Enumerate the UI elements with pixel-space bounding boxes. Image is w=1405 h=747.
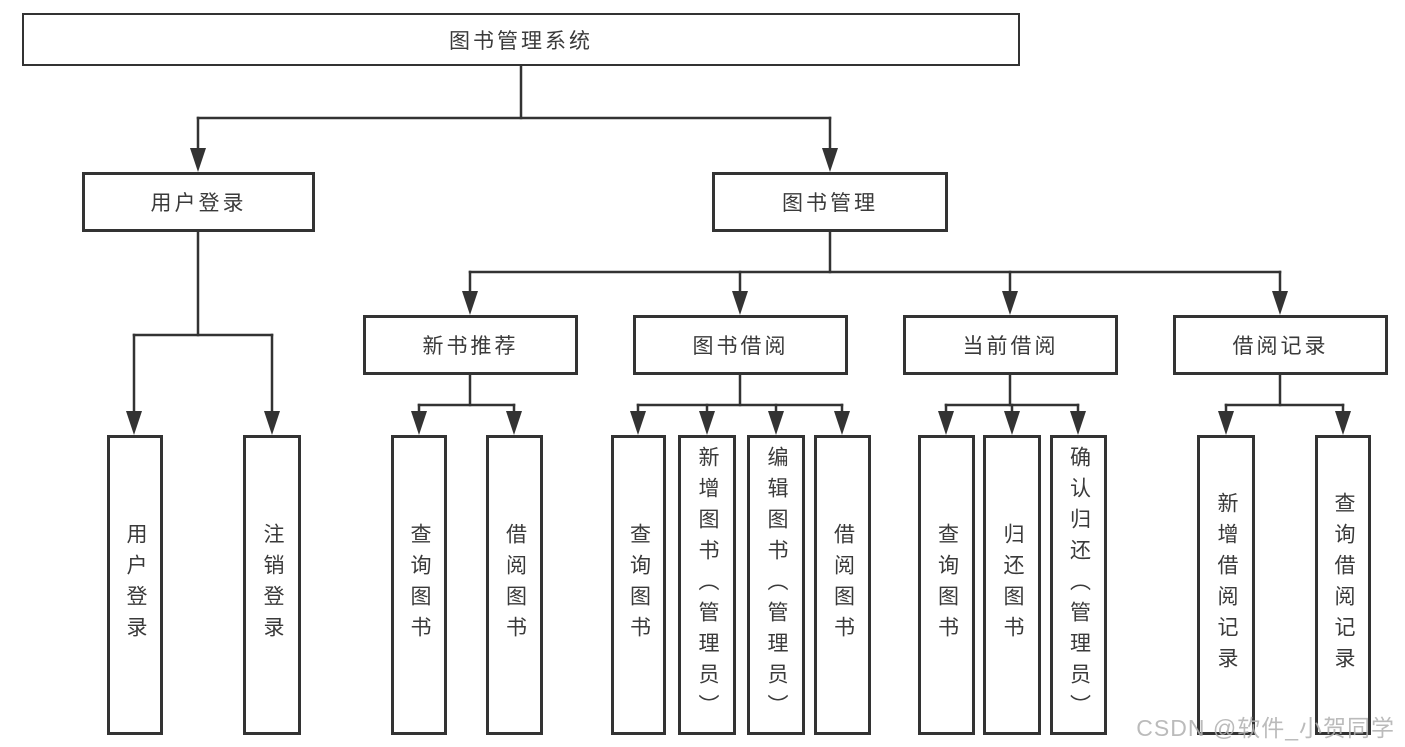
node-query-books-current-label: 查询图书 bbox=[935, 523, 959, 647]
node-logout-label: 注销登录 bbox=[261, 523, 284, 647]
node-user-login: 用户登录 bbox=[82, 172, 315, 232]
node-add-borrow-record: 新增借阅记录 bbox=[1197, 435, 1255, 735]
node-query-borrow-record-label: 查询借阅记录 bbox=[1332, 492, 1355, 678]
node-confirm-return-admin: 确认归还（管理员） bbox=[1050, 435, 1107, 735]
node-borrow-books-recommend: 借阅图书 bbox=[486, 435, 543, 735]
node-borrow-books-borrowing: 借阅图书 bbox=[814, 435, 871, 735]
node-query-books-recommend-label: 查询图书 bbox=[408, 523, 431, 647]
node-root-label: 图书管理系统 bbox=[449, 29, 593, 53]
node-add-books-admin: 新增图书（管理员） bbox=[678, 435, 736, 735]
node-query-borrow-record: 查询借阅记录 bbox=[1315, 435, 1371, 735]
csdn-watermark: CSDN @软件_小贺同学 bbox=[1136, 715, 1395, 741]
node-query-books-recommend: 查询图书 bbox=[391, 435, 447, 735]
node-return-books: 归还图书 bbox=[983, 435, 1041, 735]
node-user-login-leaf-label: 用户登录 bbox=[124, 523, 147, 647]
node-new-book-recommend-label: 新书推荐 bbox=[422, 335, 519, 358]
node-add-books-admin-label: 新增图书（管理员） bbox=[696, 445, 719, 725]
node-return-books-label: 归还图书 bbox=[1001, 523, 1024, 647]
node-new-book-recommend: 新书推荐 bbox=[363, 315, 578, 375]
node-edit-books-admin-label: 编辑图书（管理员） bbox=[765, 445, 788, 725]
node-borrowing-records: 借阅记录 bbox=[1173, 315, 1388, 375]
node-query-books-borrowing: 查询图书 bbox=[611, 435, 666, 735]
node-add-borrow-record-label: 新增借阅记录 bbox=[1215, 492, 1238, 678]
node-book-management-label: 图书管理 bbox=[782, 192, 878, 215]
node-book-management: 图书管理 bbox=[712, 172, 948, 232]
node-confirm-return-admin-label: 确认归还（管理员） bbox=[1067, 445, 1091, 725]
node-borrow-books-recommend-label: 借阅图书 bbox=[503, 523, 527, 647]
node-query-books-current: 查询图书 bbox=[918, 435, 975, 735]
node-book-borrowing: 图书借阅 bbox=[633, 315, 848, 375]
node-borrowing-records-label: 借阅记录 bbox=[1232, 335, 1329, 358]
node-user-login-leaf: 用户登录 bbox=[107, 435, 163, 735]
node-logout: 注销登录 bbox=[243, 435, 301, 735]
node-query-books-borrowing-label: 查询图书 bbox=[627, 523, 651, 647]
node-book-borrowing-label: 图书借阅 bbox=[692, 335, 789, 358]
node-root: 图书管理系统 bbox=[22, 13, 1020, 66]
node-current-borrowing-label: 当前借阅 bbox=[962, 335, 1059, 358]
node-current-borrowing: 当前借阅 bbox=[903, 315, 1118, 375]
node-user-login-label: 用户登录 bbox=[150, 192, 247, 215]
node-edit-books-admin: 编辑图书（管理员） bbox=[747, 435, 805, 735]
node-borrow-books-borrowing-label: 借阅图书 bbox=[831, 523, 855, 647]
